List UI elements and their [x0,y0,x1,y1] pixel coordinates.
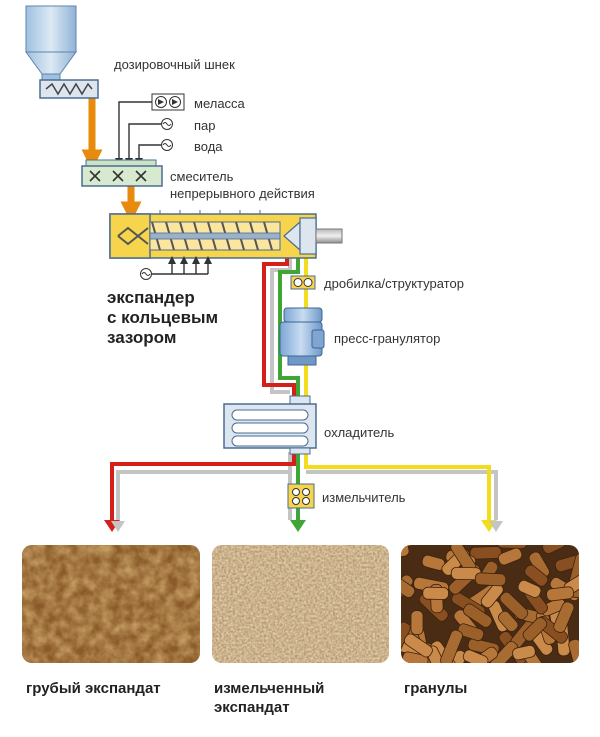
molasses-label: меласса [194,96,245,111]
cooler [223,395,317,455]
crusher-label: дробилка/структуратор [324,276,464,291]
pellet [498,610,519,632]
water-valve-icon [161,139,173,151]
pellet [474,572,507,587]
water-label: вода [194,139,223,154]
photo-ground-expandate [212,545,389,663]
product-caption-2-line1: измельченный [214,680,325,697]
pellet [440,629,463,663]
pellet [542,545,566,554]
pellet [469,546,502,560]
grinder-icon [287,483,315,509]
gray-arrow-head-2 [489,521,503,532]
expander-label-line2: с кольцевым [107,308,219,327]
crusher-icon [290,275,316,290]
pellet [497,547,523,566]
grinder-label: измельчитель [322,490,406,505]
gray-arrow-head [111,521,125,532]
cooler-label: охладитель [324,425,395,440]
pellet-press [279,307,325,366]
pellet [401,578,416,598]
additive-lines [115,101,162,166]
steam-label: пар [194,118,216,133]
molasses-pump-icon [151,93,185,111]
screw-feeder [39,79,99,99]
pellet [568,638,579,663]
pellet [463,603,493,628]
pellet [403,633,433,658]
continuous-mixer [81,159,163,187]
pellet [522,617,548,642]
pellet-press-label: пресс-гранулятор [334,331,441,346]
pellet [401,545,410,557]
pellet [422,586,449,600]
pellet [499,591,529,620]
photo-pellets [401,545,579,663]
pellet [546,586,575,602]
photo-coarse-expandate [22,545,200,663]
product-caption-1-line1: грубый экспандат [26,680,161,697]
steam-valve-icon [161,118,173,130]
pellet [489,641,519,663]
pellet [462,649,489,663]
yellow-line [304,258,491,520]
mixer-label-line1: смеситель [170,169,234,184]
red-line [110,258,296,520]
screw-feeder-label: дозировочный шнек [114,57,235,72]
mixer-label-line2: непрерывного действия [170,186,315,201]
hopper [25,5,77,81]
pellet [524,564,549,587]
pellet [410,610,424,635]
pellet [512,644,536,661]
annular-gap-expander [109,210,343,259]
product-caption-2: измельченный экспандат [214,680,324,718]
product-caption-3-line1: гранулы [404,680,468,697]
pellet [517,579,542,598]
expander-steam-lines [140,256,212,280]
pellet [457,623,485,642]
product-caption-1: грубый экспандат [26,680,161,699]
product-caption-2-line2: экспандат [214,698,290,716]
gray-line [270,258,292,394]
pellet [496,545,528,550]
gray-line-3 [306,470,498,520]
pellet [401,651,429,663]
green-arrow-head [290,520,306,532]
product-caption-3: гранулы [404,680,467,699]
expander-label-line1: экспандер [107,288,195,307]
expander-label-line3: зазором [107,328,177,347]
pellet [553,601,575,633]
